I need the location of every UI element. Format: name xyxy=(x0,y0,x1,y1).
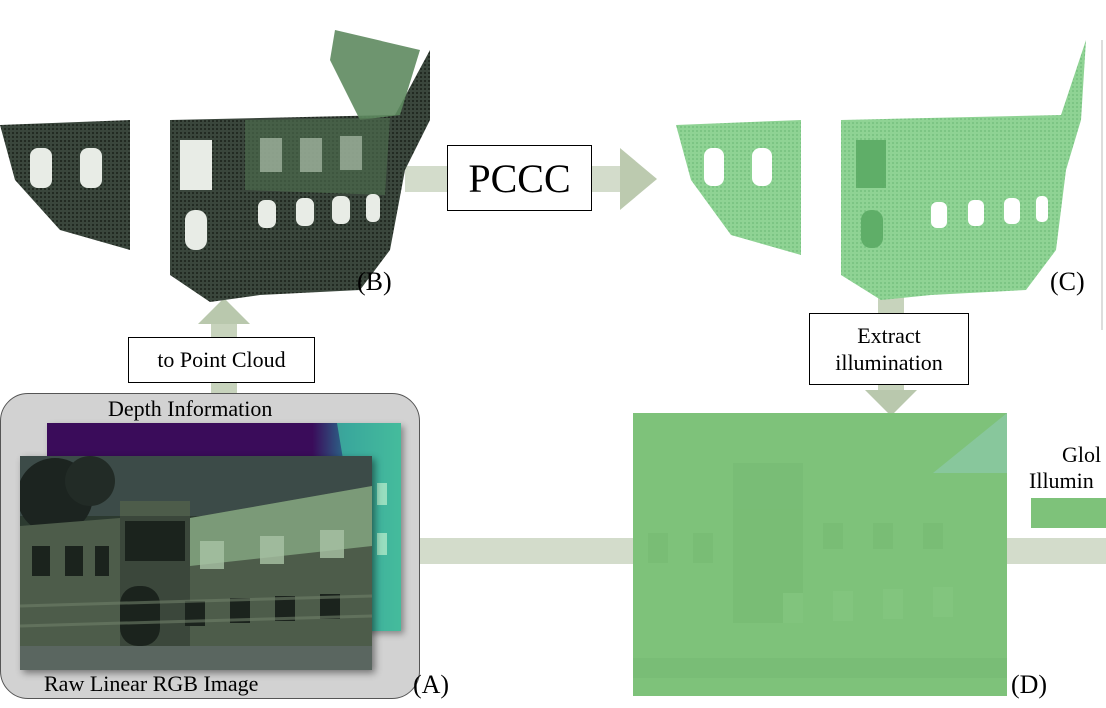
divider-line xyxy=(1101,40,1103,330)
connector-a-to-d xyxy=(420,538,635,564)
point-cloud-green xyxy=(676,30,1096,305)
to-point-cloud-box: to Point Cloud xyxy=(128,337,315,383)
global-illumination-swatch xyxy=(1031,498,1106,528)
extract-illumination-box: Extract illumination xyxy=(809,313,969,385)
pccc-label: PCCC xyxy=(468,155,571,201)
extract-label-line1: Extract xyxy=(857,322,921,348)
global-illumination-line2: Illumin xyxy=(1029,468,1094,493)
point-cloud-dark xyxy=(0,20,440,310)
depth-information-label: Depth Information xyxy=(108,396,273,421)
tag-b: (B) xyxy=(357,267,392,296)
illumination-map-panel xyxy=(633,413,1007,696)
to-point-cloud-label: to Point Cloud xyxy=(157,347,286,372)
extract-label-line2: illumination xyxy=(835,350,943,375)
tag-a: (A) xyxy=(413,670,450,699)
tag-d: (D) xyxy=(1011,670,1048,699)
tag-c: (C) xyxy=(1050,267,1085,296)
raw-linear-rgb-label: Raw Linear RGB Image xyxy=(44,671,259,696)
raw-rgb-image xyxy=(20,456,372,670)
pccc-box: PCCC xyxy=(447,145,592,211)
connector-d-to-right xyxy=(1005,538,1106,564)
global-illumination-line1: Glol xyxy=(1062,442,1102,467)
